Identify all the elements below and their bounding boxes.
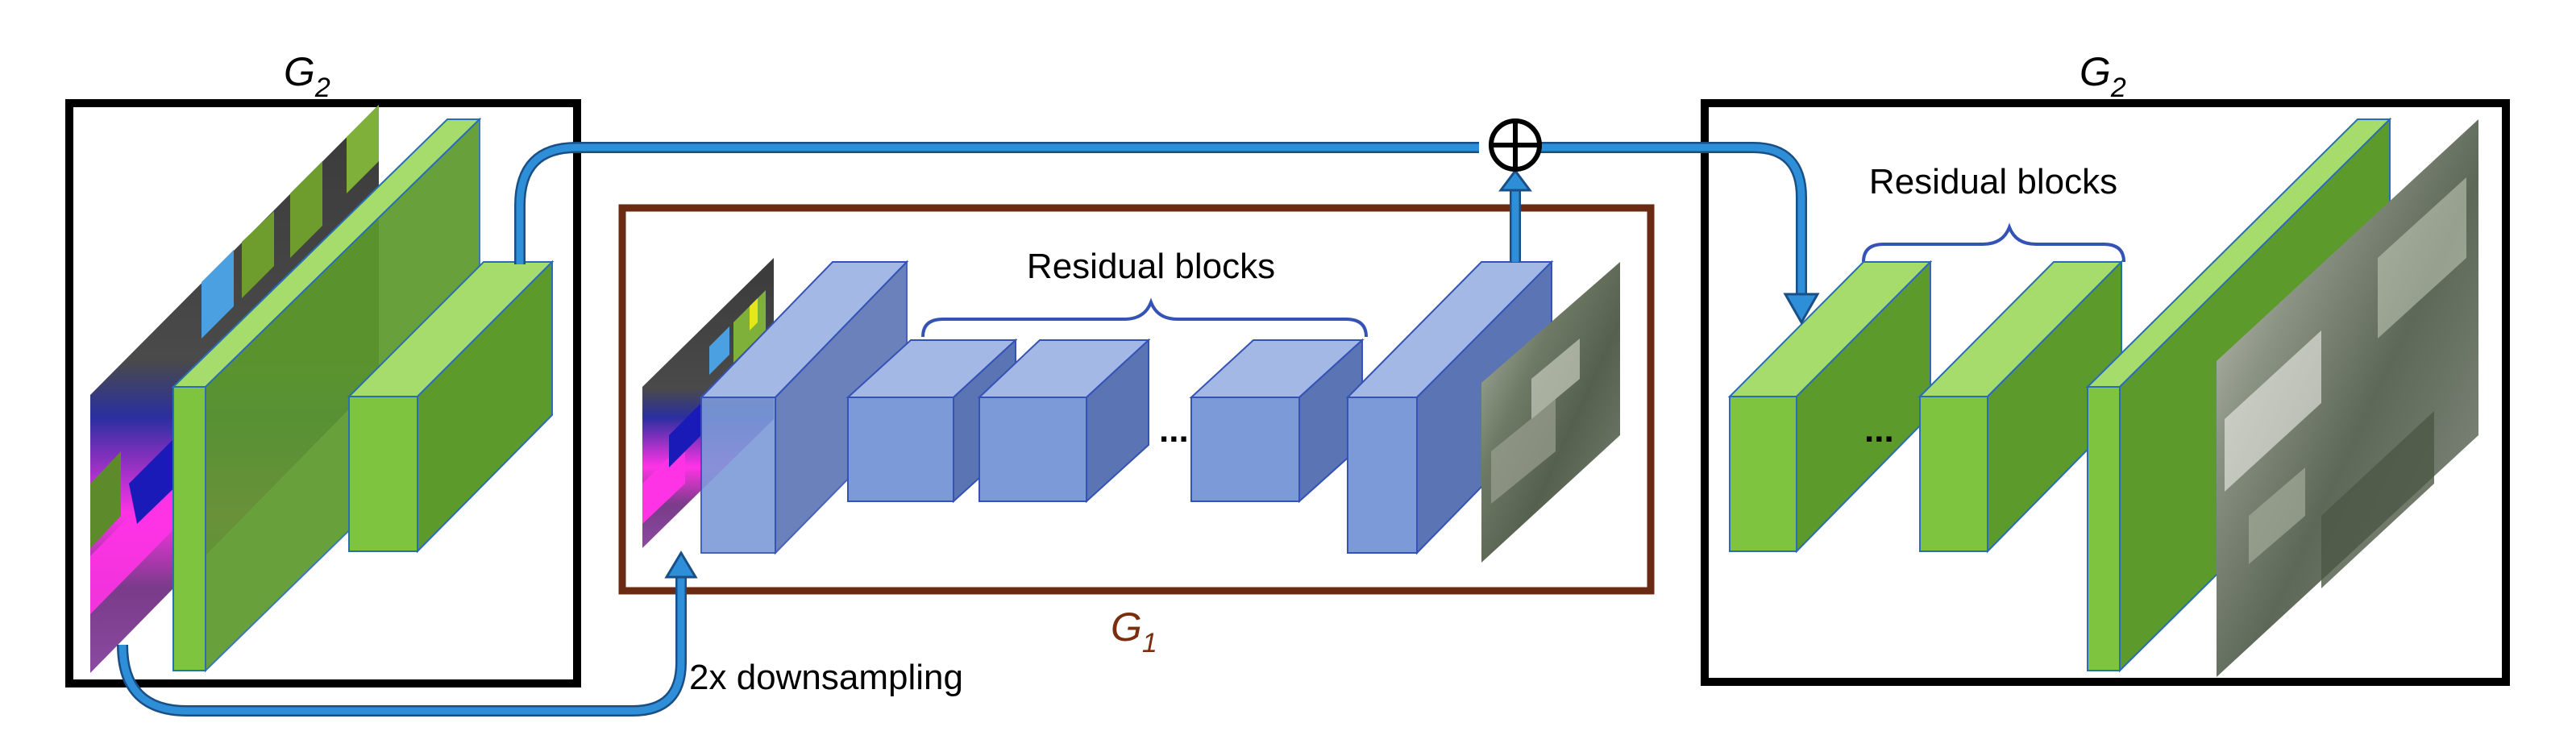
g2-left-frame: [65, 99, 581, 687]
g1-residual-block-2: [977, 338, 1151, 504]
g1-output-image: [1481, 262, 1620, 563]
skip-connection-arrow: [514, 142, 1820, 326]
g2-right-label: G2: [2079, 49, 2126, 103]
downsampling-label: 2x downsampling: [689, 658, 963, 697]
g1-module: G1 ...: [618, 204, 1655, 658]
g2-right-residual-label: Residual blocks: [1869, 162, 2117, 201]
downsampling-arrow: [117, 550, 698, 717]
g2-right-residual-ellipsis: ...: [1864, 410, 1894, 450]
g2-right-residual-block-2: [1917, 260, 2124, 554]
g2-right-module: G2 Residual blocks ...: [1701, 49, 2510, 686]
g1-residual-brace: [921, 297, 1368, 338]
g1-residual-block-3: [1189, 338, 1365, 504]
g1-frame: [618, 204, 1655, 595]
g2-left-label: G2: [284, 49, 330, 103]
g2-right-frame: [1701, 99, 2510, 686]
g2-right-residual-block-1: [1727, 260, 1933, 554]
g2-output-image: [2217, 119, 2478, 677]
g2-right-residual-brace: [1862, 222, 2125, 263]
g1-residual-label: Residual blocks: [1027, 247, 1275, 286]
sum-node: [1489, 118, 1542, 172]
g1-output-arrow: [1498, 168, 1532, 262]
g2-left-conv-block-small: [347, 260, 555, 554]
g1-label: G1: [1111, 604, 1157, 658]
g2-left-conv-block-large: [171, 117, 482, 673]
g1-residual-ellipsis: ...: [1159, 410, 1189, 450]
g2-left-module: G2: [65, 49, 581, 687]
